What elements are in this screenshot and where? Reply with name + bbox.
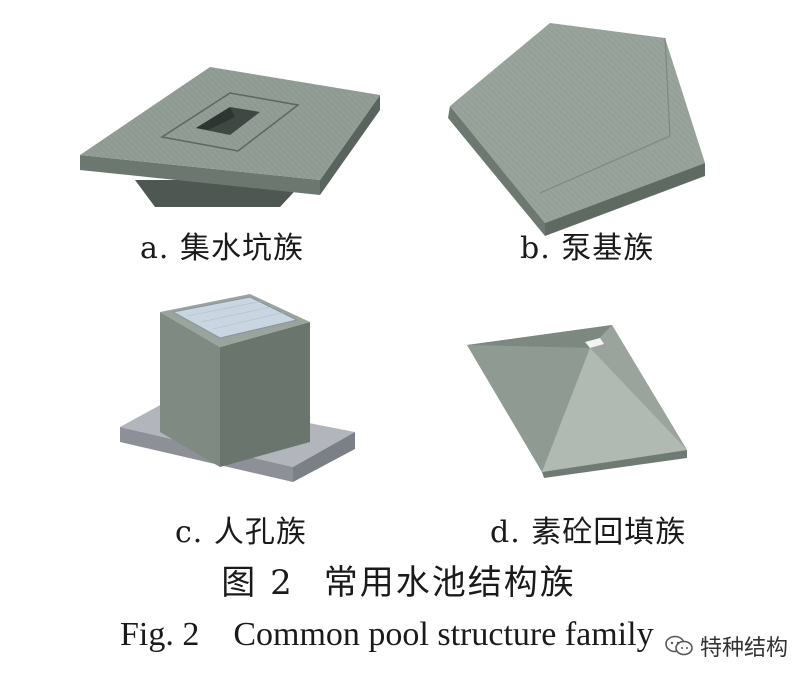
watermark-text: 特种结构 <box>700 636 789 661</box>
figure-caption-en: Common pool structure family <box>233 616 654 653</box>
figure-title-en: Fig. 2 Common pool structure family <box>120 618 654 652</box>
caption-b: b. 泵基族 <box>520 231 655 266</box>
caption-a: a. 集水坑族 <box>140 231 304 266</box>
figure-a-sump-pit <box>80 67 380 207</box>
figure-d-concrete-backfill <box>467 325 687 478</box>
watermark: 特种结构 <box>660 628 793 664</box>
caption-d: d. 素砼回填族 <box>490 515 687 550</box>
figure-number-cn: 图 2 <box>221 563 294 603</box>
figure-number-en: Fig. 2 <box>120 616 200 653</box>
figure-b-pump-base <box>448 23 705 236</box>
wechat-logo-icon <box>665 635 693 656</box>
caption-c: c. 人孔族 <box>175 515 307 550</box>
figure-title-cn: 图 2 常用水池结构族 <box>0 566 797 600</box>
figure-c-manhole <box>120 294 355 482</box>
figure-caption-cn: 常用水池结构族 <box>323 563 576 603</box>
